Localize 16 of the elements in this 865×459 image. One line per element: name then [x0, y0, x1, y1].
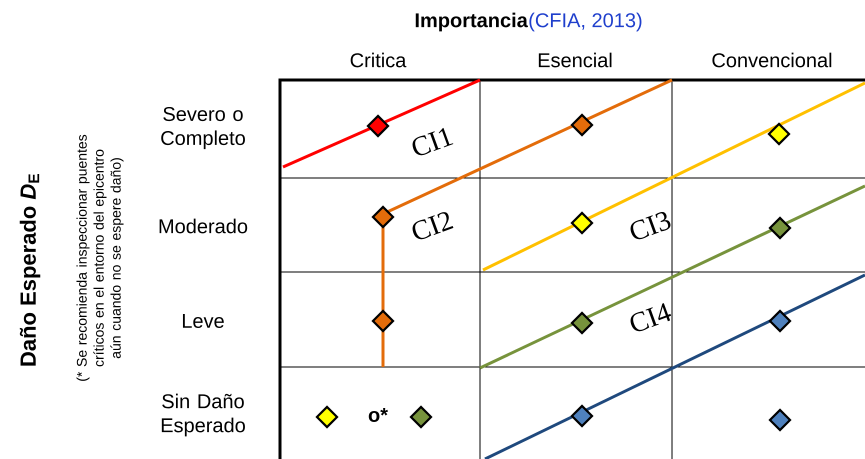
class-label: CI4	[630, 303, 672, 332]
chart-title: Importancia	[416, 12, 528, 32]
class-label: CI2	[412, 212, 454, 240]
row-header: Leve	[182, 314, 224, 328]
column-header: Critica	[350, 52, 406, 68]
row-header: Severo o Completo	[161, 106, 245, 150]
class-label: CI1	[412, 128, 454, 156]
footnote: (* Se recomienda inspeccionar puentes críticos en el entorno del epicentro aún cuando no se espere daño)	[76, 134, 124, 381]
or-label: o*	[368, 408, 388, 422]
column-header: Convencional	[712, 52, 832, 68]
column-header: Esencial	[538, 52, 612, 68]
row-header: Sin Daño Esperado	[162, 394, 245, 436]
source-citation: (CFIA, 2013)	[529, 12, 642, 32]
axis-title: Daño Esperado D$_{E}$	[20, 174, 40, 366]
row-header: Moderado	[160, 218, 248, 234]
class-label: CI3	[630, 212, 670, 240]
